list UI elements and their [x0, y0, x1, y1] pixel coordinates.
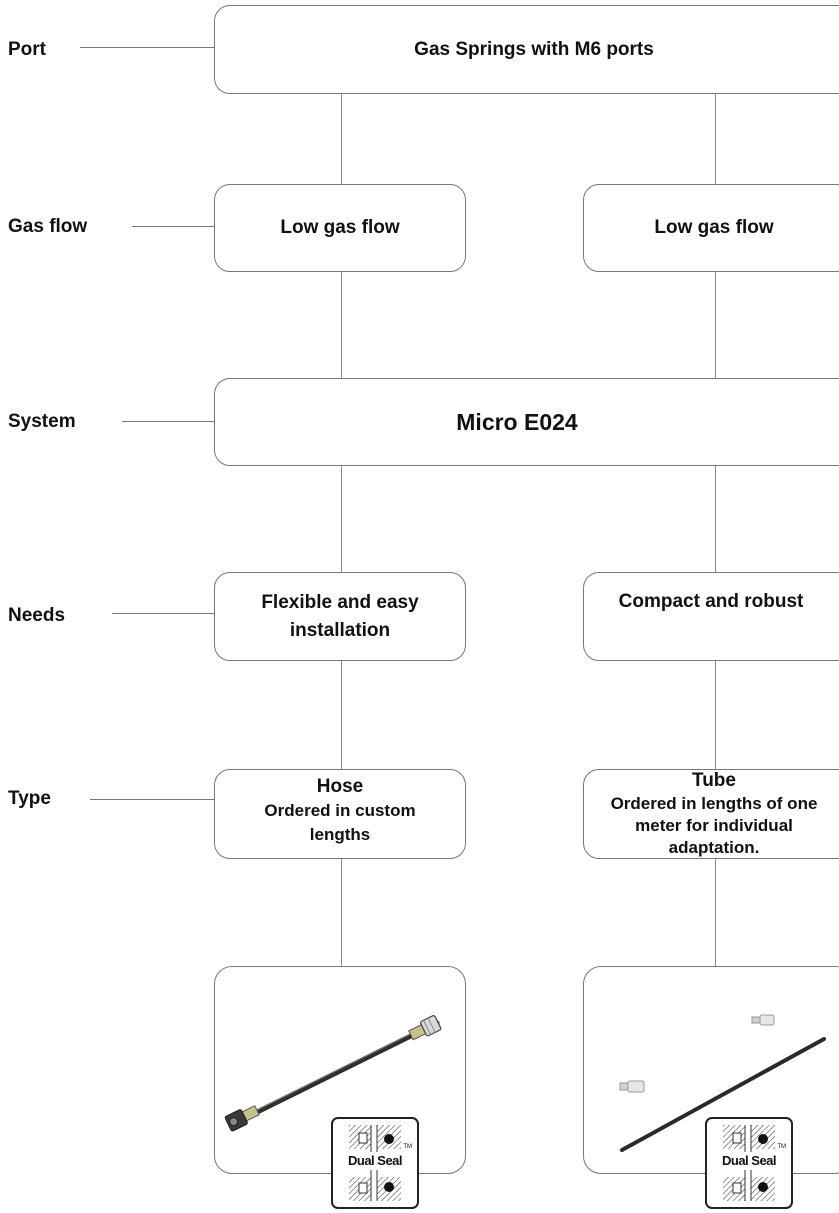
type-box-description: Ordered in lengths of one meter for indi…: [610, 794, 818, 857]
type-box-title: Hose: [316, 776, 364, 797]
system-box: Micro E024: [214, 378, 839, 466]
right-vertical-line: [715, 93, 716, 185]
dual-seal-icon: [349, 1125, 401, 1201]
right-vertical-line: [715, 271, 716, 378]
right-vertical-line: [715, 465, 716, 572]
type-box-right: Tube Ordered in lengths of one meter for…: [583, 769, 839, 859]
system-connector-line: [122, 421, 214, 422]
hose-illustration: [224, 1015, 442, 1132]
right-vertical-line: [715, 858, 716, 966]
system-box-title: Micro E024: [456, 409, 578, 435]
needs-box-left: Flexible and easy installation: [214, 572, 466, 661]
left-vertical-line: [341, 271, 342, 378]
left-vertical-line: [341, 93, 342, 185]
dual-seal-label: Dual Seal: [333, 1152, 417, 1170]
needs-box-right: Compact and robust: [583, 572, 839, 661]
type-box-description: Ordered in custom lengths: [264, 801, 416, 844]
gas-flow-connector-line: [132, 226, 214, 227]
needs-connector-line: [112, 613, 214, 614]
gas-flow-box-left: Low gas flow: [214, 184, 466, 272]
fitting-icon: [619, 1080, 645, 1093]
gas-flow-box-right: Low gas flow: [583, 184, 839, 272]
tube-illustration: [619, 1014, 826, 1152]
trademark-mark: TM: [777, 1144, 786, 1150]
type-connector-line: [90, 799, 214, 800]
dual-seal-badge-left: Dual Seal TM: [331, 1117, 419, 1209]
needs-box-title: Flexible and easy installation: [261, 591, 419, 641]
fitting-icon: [751, 1014, 775, 1026]
left-vertical-line: [341, 465, 342, 572]
row-label-port: Port: [8, 39, 46, 60]
port-box: Gas Springs with M6 ports: [214, 5, 839, 94]
type-box-left: Hose Ordered in custom lengths: [214, 769, 466, 859]
left-vertical-line: [341, 660, 342, 769]
port-connector-line: [80, 47, 214, 48]
row-label-needs: Needs: [8, 605, 66, 626]
dual-seal-badge-right: Dual Seal TM: [705, 1117, 793, 1209]
port-box-title: Gas Springs with M6 ports: [414, 38, 654, 60]
row-label-system: System: [8, 411, 76, 432]
right-vertical-line: [715, 660, 716, 769]
trademark-mark: TM: [403, 1144, 412, 1150]
dual-seal-label: Dual Seal: [707, 1152, 791, 1170]
gas-flow-box-title: Low gas flow: [280, 217, 400, 238]
left-vertical-line: [341, 858, 342, 966]
type-box-title: Tube: [692, 770, 736, 791]
row-label-type: Type: [8, 788, 51, 809]
row-label-gas-flow: Gas flow: [8, 216, 88, 237]
gas-flow-box-title: Low gas flow: [654, 217, 774, 238]
needs-box-title: Compact and robust: [618, 590, 804, 612]
